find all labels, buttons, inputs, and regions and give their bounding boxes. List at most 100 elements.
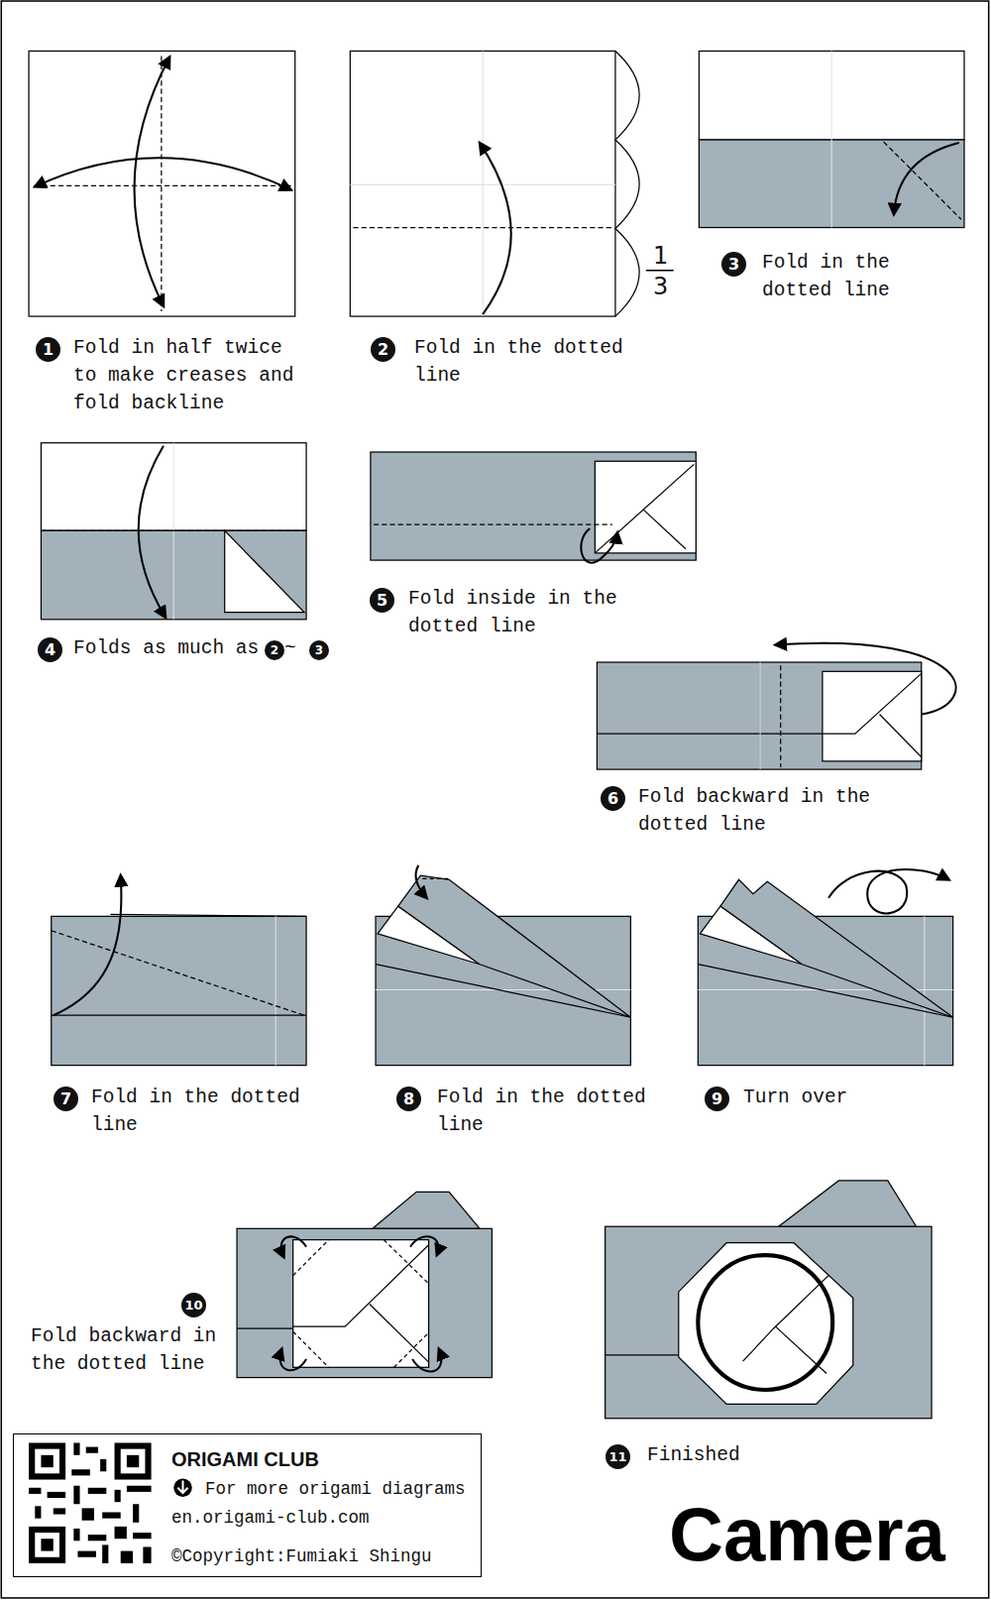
step-1-figure-part xyxy=(34,157,291,190)
step-2-figure-part xyxy=(349,184,616,186)
step-number: 2 xyxy=(264,640,285,661)
step-number: 5 xyxy=(369,587,395,613)
step-instruction: Fold in the dotted line xyxy=(91,1083,315,1139)
qr-code-part xyxy=(126,1485,152,1492)
step-3-figure xyxy=(698,50,965,227)
step-2-figure-part xyxy=(352,226,612,228)
qr-code-part xyxy=(28,1487,41,1494)
qr-code-part xyxy=(82,1507,95,1520)
step-2-figure-part xyxy=(646,269,674,272)
step-10-figure-part-part xyxy=(394,1331,430,1367)
step-6-figure xyxy=(596,643,956,770)
step-5-figure-part xyxy=(594,460,696,553)
step-9-figure-part xyxy=(828,869,949,913)
step-10-figure-part-part xyxy=(293,1239,330,1276)
step-6-figure-part xyxy=(775,643,957,715)
step-number: 11 xyxy=(605,1443,631,1469)
step-7-figure-part xyxy=(275,915,277,1065)
step-2-figure-part xyxy=(479,142,512,315)
step-7-figure-part xyxy=(53,875,122,1015)
step-10-figure-part xyxy=(236,1327,294,1329)
step-1-figure-part xyxy=(28,50,296,317)
step-1-figure xyxy=(28,50,296,317)
qr-code-part xyxy=(126,1454,139,1467)
step-number: 4 xyxy=(37,637,63,662)
diagram-title: Camera xyxy=(668,1494,946,1574)
qr-code-part xyxy=(132,1503,139,1523)
qr-code-part xyxy=(53,1507,66,1514)
fraction-digit: 3 xyxy=(653,273,668,300)
step-10-figure-part-part xyxy=(383,1239,429,1284)
step-number: 3 xyxy=(309,640,330,661)
step-7-figure-part xyxy=(110,913,307,916)
qr-code-part xyxy=(73,1441,80,1454)
step-10-figure-part xyxy=(293,1239,430,1368)
step-2-figure-part xyxy=(349,50,616,317)
step-instruction: Fold backward in the dotted line xyxy=(638,782,886,839)
copyright: ©Copyright:Fumiaki Shingu xyxy=(171,1543,433,1568)
step-instruction: Fold backward in the dotted line xyxy=(30,1321,229,1378)
qr-code-part xyxy=(34,1448,60,1474)
step-11-figure-part xyxy=(678,1242,854,1405)
step-5-figure-part xyxy=(580,528,618,562)
step-11-figure-part xyxy=(743,1275,829,1361)
step-6-figure-part xyxy=(822,670,922,762)
step-10-figure-part-part xyxy=(280,1348,307,1370)
step-10-figure-part xyxy=(293,1239,430,1368)
step-1-figure-part xyxy=(134,57,171,307)
qr-code-part xyxy=(73,1528,80,1541)
step-instruction: Fold in half twice to make creases and f… xyxy=(73,333,312,418)
promo-text: For more origami diagrams xyxy=(205,1476,466,1501)
step-8-figure-part xyxy=(398,875,632,1017)
qr-code-part xyxy=(142,1545,151,1562)
step-5-figure xyxy=(370,451,696,563)
step-4-figure-part xyxy=(224,530,305,612)
step-instruction: Fold in the dotted line xyxy=(414,333,638,390)
step-1-figure-part xyxy=(33,185,291,187)
step-instruction: Folds as much as xyxy=(73,634,259,662)
step-instruction: ~ xyxy=(284,634,297,662)
step-instruction: Finished xyxy=(647,1440,741,1469)
step-8-figure xyxy=(375,865,631,1066)
qr-code-part xyxy=(100,1458,107,1471)
step-6-figure-part xyxy=(760,661,762,770)
step-3-figure-part xyxy=(883,141,962,220)
qr-code-part xyxy=(132,1532,152,1539)
step-10-figure-part xyxy=(372,1191,480,1228)
step-5-figure-part xyxy=(594,463,694,553)
brand-name: ORIGAMI CLUB xyxy=(171,1446,320,1471)
step-1-figure-part xyxy=(160,56,162,312)
footer-box: ORIGAMI CLUB For more origami diagrams en.… xyxy=(12,1432,482,1577)
fraction-digit: 1 xyxy=(653,242,668,269)
step-4-figure xyxy=(40,442,307,620)
qr-code-part xyxy=(86,1446,99,1453)
qr-code-part xyxy=(40,1454,53,1467)
qr-code-part xyxy=(77,1550,97,1557)
qr-code-part xyxy=(73,1485,80,1505)
step-number: 2 xyxy=(370,336,396,362)
step-number: 8 xyxy=(396,1086,422,1111)
step-7-figure-part xyxy=(51,930,305,1015)
qr-code-part xyxy=(71,1468,91,1475)
step-number: 1 xyxy=(35,336,61,362)
step-6-figure-part xyxy=(880,714,922,758)
step-2-figure xyxy=(349,50,673,317)
step-instruction: Fold in the dotted line xyxy=(762,248,911,305)
qr-code-part xyxy=(102,1511,121,1518)
step-10-figure-part xyxy=(369,1303,430,1362)
step-10-figure-part-part xyxy=(410,1235,439,1255)
step-5-figure-part xyxy=(373,523,613,525)
step-2-figure-part xyxy=(482,50,484,317)
qr-code-part xyxy=(88,1487,108,1494)
qr-code-part xyxy=(114,1489,121,1502)
step-11-figure-part xyxy=(605,1225,932,1419)
site-url: en.origami-club.com xyxy=(171,1505,370,1530)
qr-code-part xyxy=(88,1534,108,1541)
step-9-figure xyxy=(697,869,953,1066)
qr-code-part xyxy=(34,1532,60,1557)
step-6-figure-part xyxy=(779,664,781,768)
qr-code-part xyxy=(114,1526,127,1539)
step-number: 6 xyxy=(600,785,626,811)
qr-code-part xyxy=(120,1550,133,1563)
